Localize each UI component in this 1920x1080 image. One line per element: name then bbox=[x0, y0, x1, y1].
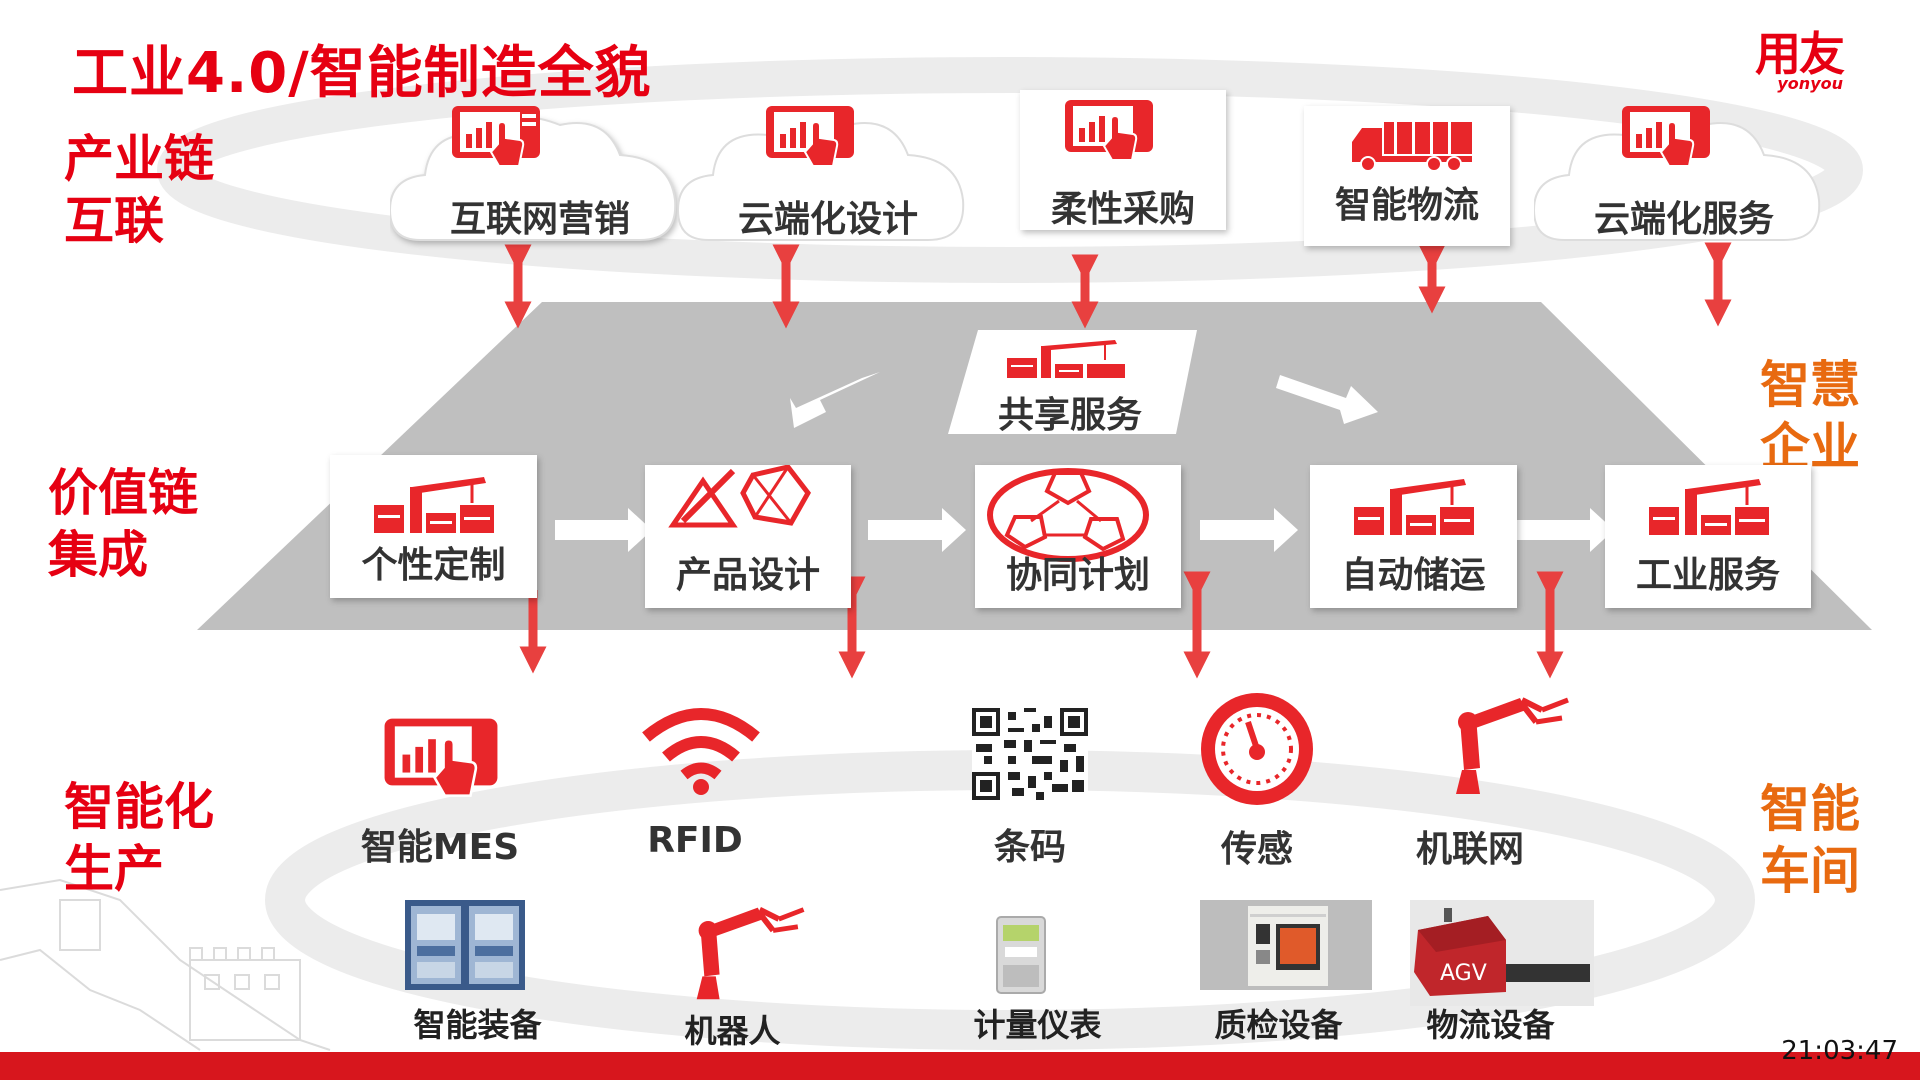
section-line: 智能化 bbox=[64, 778, 214, 836]
meter-photo bbox=[996, 916, 1046, 994]
flow-arrows bbox=[555, 372, 1614, 552]
value-box-design[interactable]: 产品设计 bbox=[645, 465, 851, 608]
equipment-label: 质检设备 bbox=[1214, 1006, 1343, 1044]
value-box-plan[interactable]: 协同计划 bbox=[975, 465, 1181, 608]
value-box-label: 协同计划 bbox=[1005, 555, 1150, 596]
equipment-label: 计量仪表 bbox=[973, 1006, 1102, 1044]
section-value-chain: 价值链 集成 bbox=[48, 462, 198, 586]
tablet-chart-icon bbox=[766, 106, 854, 167]
section-smart-production: 智能化 生产 bbox=[64, 776, 214, 900]
yonyou-logo: 用友 yonyou bbox=[1755, 27, 1845, 93]
section-smart-workshop: 智能 车间 bbox=[1760, 778, 1860, 902]
top-item-label: 云端化设计 bbox=[737, 199, 918, 240]
footer-bar bbox=[0, 1052, 1920, 1080]
top-item-label: 智能物流 bbox=[1334, 185, 1479, 226]
truck-icon bbox=[1352, 122, 1472, 172]
value-box-label: 产品设计 bbox=[675, 555, 820, 596]
value-box-storage[interactable]: 自动储运 bbox=[1310, 465, 1517, 608]
section-industry-chain: 产业链 互联 bbox=[64, 128, 214, 252]
tablet-chart-icon bbox=[384, 718, 498, 797]
top-item-label: 互联网营销 bbox=[449, 199, 630, 240]
equipment-label: 机器人 bbox=[684, 1012, 781, 1050]
section-smart-enterprise: 智慧 企业 bbox=[1760, 354, 1860, 478]
timestamp: 21:03:47 bbox=[1781, 1036, 1898, 1066]
section-line: 智能 bbox=[1760, 780, 1860, 838]
design-tools-icon bbox=[668, 465, 811, 528]
qr-code-icon bbox=[972, 708, 1088, 800]
equipment-label: 智能装备 bbox=[413, 1006, 542, 1044]
top-item-label: 柔性采购 bbox=[1050, 189, 1195, 230]
tablet-chart-icon bbox=[1622, 106, 1710, 167]
equipment-label: 物流设备 bbox=[1426, 1006, 1555, 1044]
inspection-machine-photo bbox=[1200, 900, 1372, 990]
wifi-icon bbox=[642, 708, 760, 795]
robot-arm-icon bbox=[696, 906, 805, 1000]
section-line: 生产 bbox=[64, 840, 164, 898]
cabinet-photo bbox=[405, 900, 525, 990]
tech-label: 传感 bbox=[1220, 829, 1293, 870]
value-box-service[interactable]: 工业服务 bbox=[1605, 465, 1811, 608]
section-line: 集成 bbox=[48, 526, 148, 584]
tablet-chart-icon bbox=[1065, 100, 1153, 161]
logo-en: yonyou bbox=[1777, 74, 1843, 93]
robot-arm-icon bbox=[1456, 697, 1569, 794]
crane-icon bbox=[1007, 340, 1125, 378]
shared-service-panel bbox=[948, 330, 1197, 434]
top-item-label: 云端化服务 bbox=[1593, 199, 1774, 240]
agv-text: AGV bbox=[1440, 961, 1487, 986]
value-box-label: 个性定制 bbox=[361, 545, 506, 586]
top-ring bbox=[157, 57, 1863, 283]
tech-label: RFID bbox=[647, 820, 743, 861]
section-line: 产业链 bbox=[64, 130, 214, 188]
page-title: 工业4.0/智能制造全貌 bbox=[72, 41, 652, 106]
network-cubes-icon bbox=[987, 468, 1149, 562]
section-line: 互联 bbox=[64, 192, 164, 250]
value-box-custom[interactable]: 个性定制 bbox=[330, 455, 537, 598]
crane-icon bbox=[1649, 479, 1769, 535]
tech-label: 条码 bbox=[993, 827, 1066, 868]
value-box-label: 工业服务 bbox=[1635, 555, 1780, 596]
section-line: 价值链 bbox=[48, 464, 198, 522]
tablet-chart-icon bbox=[452, 106, 540, 167]
tech-label: 智能MES bbox=[360, 827, 520, 868]
agv-photo: AGV bbox=[1410, 900, 1594, 1006]
crane-icon bbox=[1354, 479, 1474, 535]
gauge-icon bbox=[1201, 693, 1313, 805]
section-line: 车间 bbox=[1760, 842, 1860, 900]
great-wall-watermark bbox=[0, 878, 331, 1051]
value-box-label: 自动储运 bbox=[1341, 555, 1486, 596]
tech-label: 机联网 bbox=[1415, 829, 1524, 870]
logo-cn: 用友 bbox=[1755, 27, 1845, 81]
section-line: 智慧 bbox=[1760, 356, 1860, 414]
crane-icon bbox=[374, 477, 494, 533]
shared-service-label: 共享服务 bbox=[997, 395, 1142, 436]
connector-arrows bbox=[504, 242, 1732, 679]
